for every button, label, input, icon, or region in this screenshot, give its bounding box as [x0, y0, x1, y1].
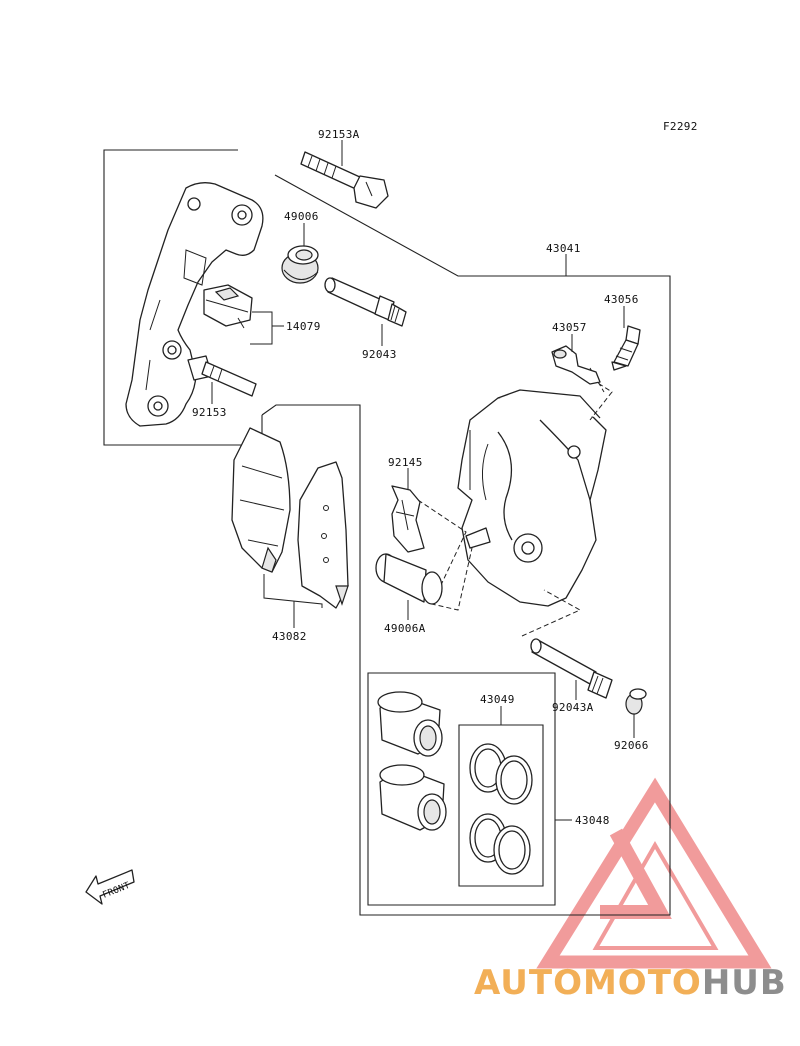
label-43082: 43082 — [272, 630, 307, 643]
label-92066: 92066 — [614, 739, 649, 752]
bleeder-cap-43057 — [551, 345, 601, 385]
watermark-text-automoto: AUTOMOTO — [474, 963, 702, 1003]
label-43049: 43049 — [480, 693, 515, 706]
label-49006A: 49006A — [384, 622, 426, 635]
brake-pad-inner — [231, 427, 291, 573]
pin-92043 — [324, 277, 407, 327]
brake-pad-outer — [297, 461, 349, 609]
piston-kit-frame — [367, 672, 556, 906]
piston-upper — [377, 691, 443, 757]
label-92145: 92145 — [388, 456, 423, 469]
sleeve-49006A — [375, 553, 443, 605]
leader-lines — [211, 140, 635, 821]
label-92043: 92043 — [362, 348, 397, 361]
pad-spring-92145 — [391, 485, 425, 553]
label-49006: 49006 — [284, 210, 319, 223]
bolt-92153 — [187, 355, 257, 397]
figure-code: F2292 — [663, 120, 698, 133]
seal-kit-frame — [458, 724, 544, 887]
label-92153: 92153 — [192, 406, 227, 419]
label-43048: 43048 — [575, 814, 610, 827]
boot-49006 — [281, 245, 319, 284]
label-92043A: 92043A — [552, 701, 594, 714]
bolt-92153A — [300, 151, 389, 209]
bleeder-valve-43056 — [611, 325, 641, 371]
label-43057: 43057 — [552, 321, 587, 334]
caliper-body — [457, 389, 607, 607]
label-14079: 14079 — [286, 320, 321, 333]
pad-clip-14079 — [203, 284, 253, 329]
watermark-text-hub: HUB — [702, 963, 787, 1003]
label-43041: 43041 — [546, 242, 581, 255]
pin-92043A — [530, 638, 613, 699]
label-92153A: 92153A — [318, 128, 360, 141]
seal-rings-lower — [469, 813, 531, 875]
watermark-logo — [536, 777, 772, 969]
caliper-assembly-frame — [261, 174, 671, 916]
label-43056: 43056 — [604, 293, 639, 306]
piston-lower — [379, 764, 447, 831]
seal-rings-upper — [469, 743, 533, 805]
watermark-text: AUTOMOTOHUB — [474, 963, 787, 1003]
caliper-bracket — [125, 182, 264, 427]
cap-92066 — [625, 688, 647, 715]
front-direction-arrow: FRONT — [85, 869, 135, 905]
